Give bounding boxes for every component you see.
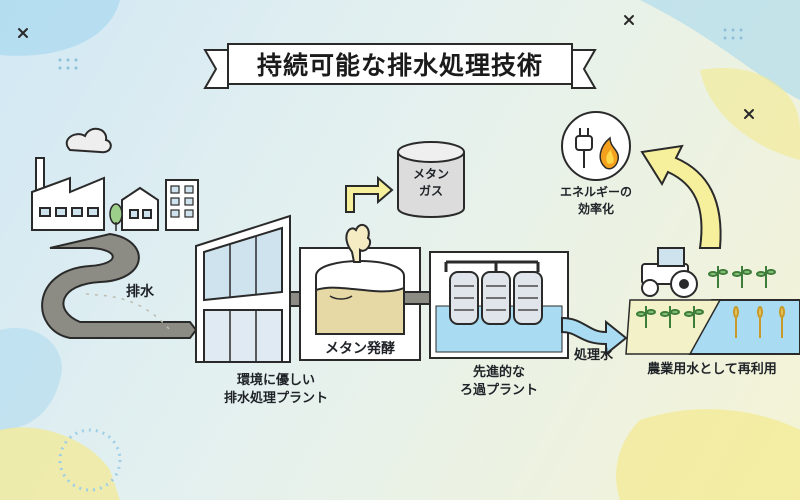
methane-fermentation-tank: [299, 223, 421, 361]
methane-gas-label-line2: ガス: [418, 184, 443, 198]
energy-label: エネルギーの 効率化: [536, 184, 656, 218]
filtration-label: 先進的な ろ過プラント: [430, 364, 568, 400]
factory-icon: [31, 127, 112, 231]
tractor-icon: [641, 247, 698, 298]
page-title: 持続可能な排水処理技術: [256, 51, 543, 80]
treated-water-label: 処理水: [574, 348, 614, 363]
farm-field: [625, 299, 800, 355]
arrow-icon: [345, 175, 394, 213]
methane-tank-icon: [397, 141, 465, 218]
plant-label-line2: 排水処理プラント: [223, 391, 328, 406]
methane-gas-label-line1: メタン: [412, 167, 449, 181]
plant-label-line1: 環境に優しい: [236, 373, 315, 388]
plant-label: 環境に優しい 排水処理プラント: [196, 372, 356, 408]
methane-fermentation-label: メタン発酵: [325, 341, 395, 357]
flame-icon: [599, 136, 619, 170]
reuse-label: 農業用水として再利用: [647, 362, 777, 377]
energy-efficiency-icon: [561, 111, 631, 181]
energy-label-line2: 効率化: [577, 202, 614, 216]
arrow-icon: [640, 144, 722, 249]
building-icon: [165, 179, 199, 231]
house-icon: [121, 186, 159, 231]
filtration-label-line2: ろ過プラント: [459, 383, 538, 398]
treated-water-flow: [561, 316, 628, 357]
methane-gas-label: メタン ガス: [398, 166, 464, 200]
title-banner: [203, 43, 597, 89]
energy-label-line1: エネルギーの: [559, 185, 632, 199]
filter-cylinder-icon: [449, 271, 543, 325]
tree-icon: [109, 203, 123, 231]
wastewater-label: 排水: [126, 284, 154, 300]
plug-icon: [575, 128, 593, 168]
crop-icon: [636, 266, 785, 338]
wastewater-channel: [41, 232, 198, 339]
filtration-label-line1: 先進的な: [472, 365, 525, 380]
treatment-plant: [195, 214, 291, 363]
